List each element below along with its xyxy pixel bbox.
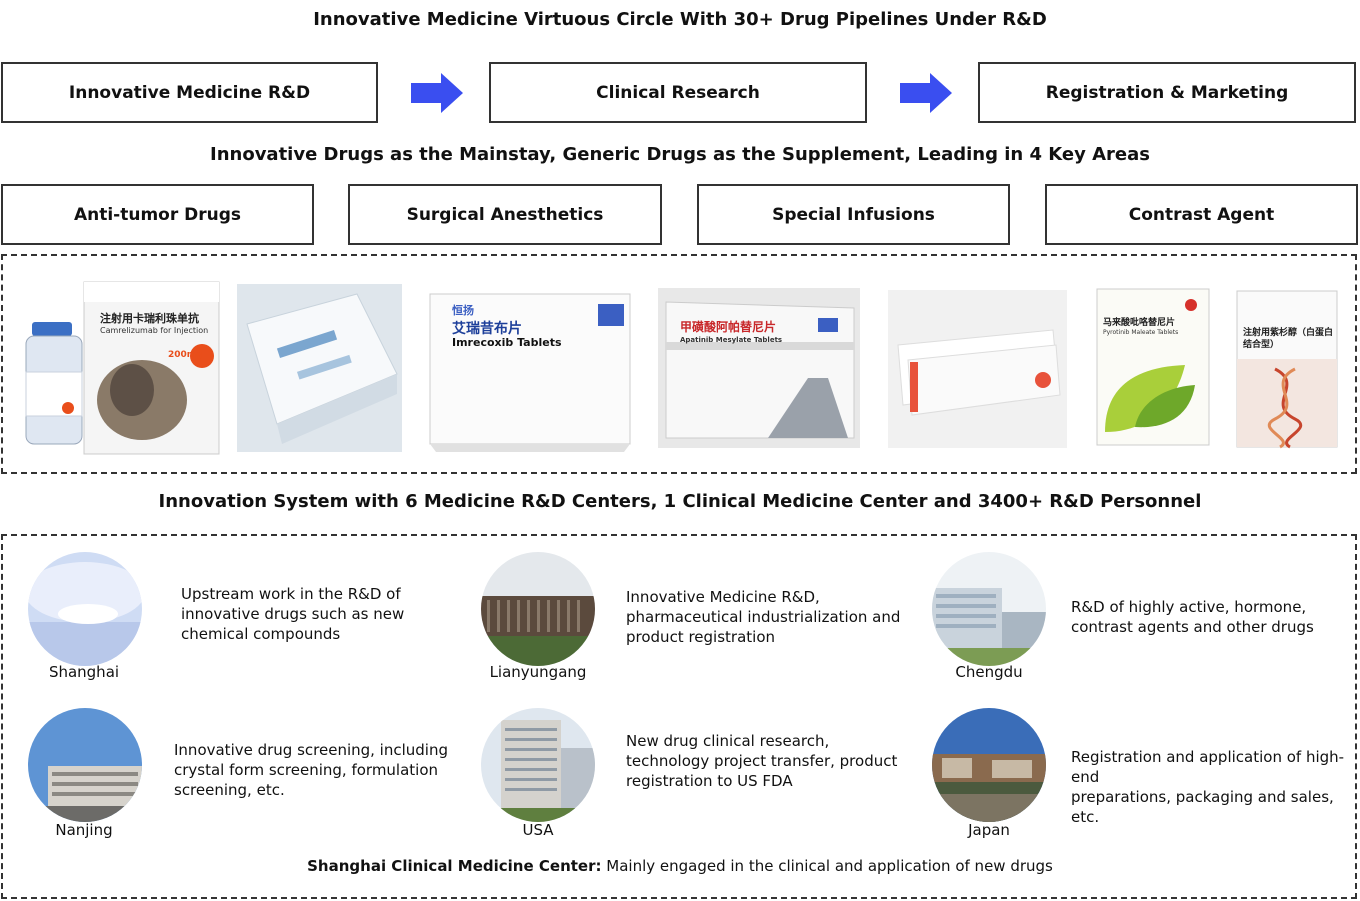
- japan-center-photo: [932, 708, 1046, 822]
- desc-line: Innovative drug screening, including: [174, 741, 448, 759]
- desc-line: technology project transfer, product: [626, 752, 898, 770]
- arrow-right-icon: [900, 73, 952, 113]
- product-name-cn: 甲磺酸阿帕替尼片: [680, 320, 777, 334]
- product-pyrotinib-image: 马来酸吡咯替尼片 Pyrotinib Maleate Tablets: [1095, 287, 1211, 447]
- desc-line: Registration and application of high-end: [1071, 748, 1345, 786]
- product-box-2-image: [237, 284, 402, 452]
- usa-center-photo: [481, 708, 595, 822]
- page-title: Innovative Medicine Virtuous Circle With…: [313, 9, 1047, 30]
- product-name-en: Imrecoxib Tablets: [452, 336, 562, 349]
- desc-line: chemical compounds: [181, 625, 341, 643]
- product-camrelizumab-image: 注射用卡瑞利珠单抗 Camrelizumab for Injection 200…: [22, 280, 222, 455]
- product-name-cn: 马来酸吡咯替尼片: [1103, 318, 1176, 328]
- desc-line: product registration: [626, 628, 776, 646]
- center-description: Innovative Medicine R&D, pharmaceutical …: [626, 587, 900, 647]
- product-apatinib-image: 甲磺酸阿帕替尼片 Apatinib Mesylate Tablets: [658, 288, 860, 448]
- desc-line: R&D of highly active, hormone,: [1071, 598, 1307, 616]
- nanjing-center-photo: [28, 708, 142, 822]
- area-special-infusions: Special Infusions: [697, 184, 1010, 245]
- desc-line: New drug clinical research,: [626, 732, 830, 750]
- product-injection-image: [888, 290, 1067, 448]
- desc-line: pharmaceutical industrialization and: [626, 608, 901, 626]
- product-imrecoxib-image: 恒扬 艾瑞昔布片 Imrecoxib Tablets: [428, 292, 632, 454]
- areas-heading: Innovative Drugs as the Mainstay, Generi…: [210, 144, 1150, 165]
- city-label: Lianyungang: [489, 663, 587, 681]
- desc-line: registration to US FDA: [626, 772, 793, 790]
- city-label: Japan: [968, 821, 1010, 839]
- pipeline-step-clinical: Clinical Research: [489, 62, 867, 123]
- city-label: USA: [522, 821, 554, 839]
- product-paclitaxel-image: 注射用紫杉醇（白蛋白结合型）: [1235, 289, 1340, 449]
- desc-line: contrast agents and other drugs: [1071, 618, 1314, 636]
- products-panel: [1, 254, 1357, 474]
- arrow-right-icon: [411, 73, 463, 113]
- center-description: R&D of highly active, hormone, contrast …: [1071, 597, 1314, 637]
- product-name-en: Apatinib Mesylate Tablets: [680, 336, 783, 344]
- product-name-cn: 艾瑞昔布片: [452, 321, 522, 337]
- product-name-cn: 注射用卡瑞利珠单抗: [100, 312, 199, 325]
- centers-panel: [1, 534, 1357, 899]
- clinical-center-label: Shanghai Clinical Medicine Center:: [307, 857, 602, 875]
- desc-line: Innovative Medicine R&D,: [626, 588, 820, 606]
- product-brand: 恒扬: [452, 304, 474, 317]
- area-contrast-agent: Contrast Agent: [1045, 184, 1358, 245]
- innovation-heading: Innovation System with 6 Medicine R&D Ce…: [158, 491, 1202, 512]
- center-description: Innovative drug screening, including cry…: [174, 740, 448, 800]
- product-name-en: Pyrotinib Maleate Tablets: [1103, 329, 1179, 336]
- city-label: Chengdu: [955, 663, 1023, 681]
- shanghai-center-photo: [28, 552, 142, 666]
- area-anti-tumor: Anti-tumor Drugs: [1, 184, 314, 245]
- clinical-center-text: Mainly engaged in the clinical and appli…: [601, 857, 1053, 875]
- pipeline-step-registration: Registration & Marketing: [978, 62, 1356, 123]
- lianyungang-center-photo: [481, 552, 595, 666]
- desc-line: crystal form screening, formulation: [174, 761, 439, 779]
- pipeline-step-rd: Innovative Medicine R&D: [1, 62, 378, 123]
- desc-line: Upstream work in the R&D of: [181, 585, 401, 603]
- center-description: Registration and application of high-end…: [1071, 747, 1360, 827]
- city-label: Shanghai: [48, 663, 120, 681]
- desc-line: screening, etc.: [174, 781, 285, 799]
- city-label: Nanjing: [55, 821, 113, 839]
- product-name-en: Camrelizumab for Injection: [100, 326, 209, 335]
- center-description: Upstream work in the R&D of innovative d…: [181, 584, 404, 644]
- center-description: New drug clinical research, technology p…: [626, 731, 897, 791]
- clinical-center-note: Shanghai Clinical Medicine Center: Mainl…: [0, 857, 1360, 875]
- product-name-cn: 注射用紫杉醇（白蛋白结合型）: [1243, 328, 1334, 350]
- chengdu-center-photo: [932, 552, 1046, 666]
- area-surgical-anesthetics: Surgical Anesthetics: [348, 184, 662, 245]
- product-dose: 200mg: [168, 350, 203, 360]
- desc-line: innovative drugs such as new: [181, 605, 405, 623]
- desc-line: preparations, packaging and sales, etc.: [1071, 788, 1334, 826]
